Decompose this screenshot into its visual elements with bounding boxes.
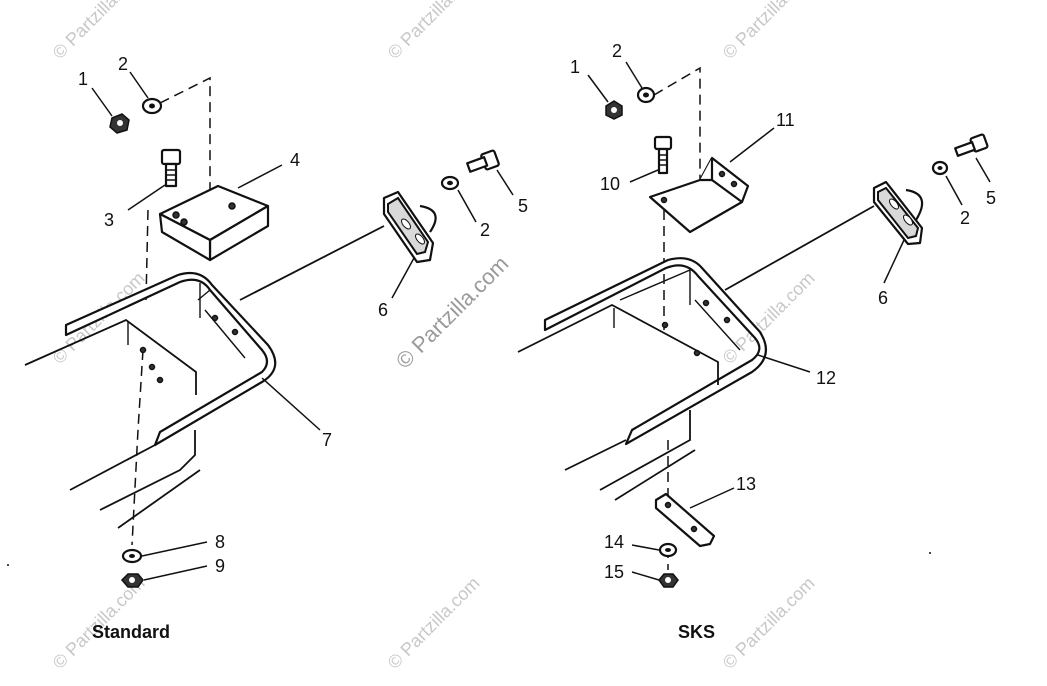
watermark: © Partzilla.com: [384, 0, 484, 63]
leader-line: [625, 61, 643, 89]
callout-label: 10: [600, 174, 620, 194]
speck: [929, 552, 931, 554]
bolt-icon: [954, 133, 989, 157]
washer-icon: [440, 175, 460, 191]
bumper-frame-icon: [543, 257, 768, 446]
assembly-line: [145, 209, 149, 301]
watermark: © Partzilla.com: [49, 0, 149, 63]
callout-label: 1: [78, 69, 88, 89]
callout-label: 2: [612, 41, 622, 61]
nut-icon: [605, 100, 623, 120]
watermark-center: © Partzilla.com: [391, 251, 514, 374]
assembly-line: [724, 205, 875, 291]
leader-line: [883, 239, 905, 284]
leader-line: [141, 541, 208, 557]
leader-line: [689, 487, 735, 509]
leader-line: [127, 184, 166, 211]
callout-label: 6: [378, 300, 388, 320]
leader-line: [143, 565, 208, 581]
speck: [7, 564, 9, 566]
bolt-icon: [466, 149, 500, 173]
callout-label: 9: [215, 556, 225, 576]
leader-line: [587, 74, 609, 103]
callout-label: 14: [604, 532, 624, 552]
assembly-line: [131, 349, 144, 546]
assembly-line: [239, 225, 385, 301]
leader-line: [945, 175, 963, 206]
assembly-caption-sks: SKS: [678, 622, 715, 642]
leader-line: [631, 544, 660, 551]
leader-line: [496, 169, 514, 196]
leader-line: [91, 87, 113, 117]
callout-label: 2: [960, 208, 970, 228]
callout-label: 6: [878, 288, 888, 308]
standard-assembly: 1 2 3 4 5 2 6 7 8 9 Standard: [24, 54, 528, 642]
chassis-icon: [24, 318, 201, 529]
mounting-plate-icon: [382, 190, 437, 264]
washer-icon: [121, 548, 143, 564]
callout-label: 5: [518, 196, 528, 216]
leader-line: [391, 257, 415, 299]
leader-line: [129, 71, 149, 99]
nut-icon: [658, 573, 679, 588]
leader-line: [261, 377, 321, 431]
mounting-plate-icon: [872, 180, 924, 246]
leader-line: [975, 157, 991, 183]
callout-label: 11: [776, 110, 795, 130]
bracket-icon: [648, 156, 750, 234]
callout-label: 13: [736, 474, 756, 494]
callout-label: 1: [570, 57, 580, 77]
leader-line: [631, 571, 660, 581]
callout-label: 4: [290, 150, 300, 170]
bolt-icon: [653, 135, 673, 175]
callout-label: 15: [604, 562, 624, 582]
sks-assembly: 1 2 11 10 5 2 6 12 13 14 15 SKS: [517, 41, 996, 642]
watermark: © Partzilla.com: [719, 573, 819, 673]
strap-plate-icon: [654, 492, 716, 548]
leader-line: [729, 127, 775, 163]
callout-label: 8: [215, 532, 225, 552]
leader-line: [237, 164, 283, 189]
watermark: © Partzilla.com: [719, 0, 819, 63]
callout-label: 5: [986, 188, 996, 208]
callout-label: 2: [118, 54, 128, 74]
washer-icon: [141, 97, 163, 115]
callout-label: 3: [104, 210, 114, 230]
callout-label: 12: [816, 368, 836, 388]
bolt-icon: [160, 148, 182, 188]
leader-line: [629, 169, 659, 183]
chassis-icon: [517, 303, 719, 501]
watermark: © Partzilla.com: [384, 573, 484, 673]
watermark: © Partzilla.com: [719, 268, 819, 368]
washer-icon: [636, 86, 656, 104]
leader-line: [757, 354, 811, 373]
nut-icon: [109, 113, 130, 134]
assembly-caption-standard: Standard: [92, 622, 170, 642]
callout-label: 7: [322, 430, 332, 450]
assembly-line: [653, 66, 701, 200]
washer-icon: [931, 160, 949, 176]
bracket-icon: [158, 184, 270, 262]
callout-label: 2: [480, 220, 490, 240]
nut-icon: [120, 573, 144, 588]
washer-icon: [658, 542, 678, 558]
assembly-line: [159, 76, 211, 205]
leader-line: [457, 189, 477, 223]
